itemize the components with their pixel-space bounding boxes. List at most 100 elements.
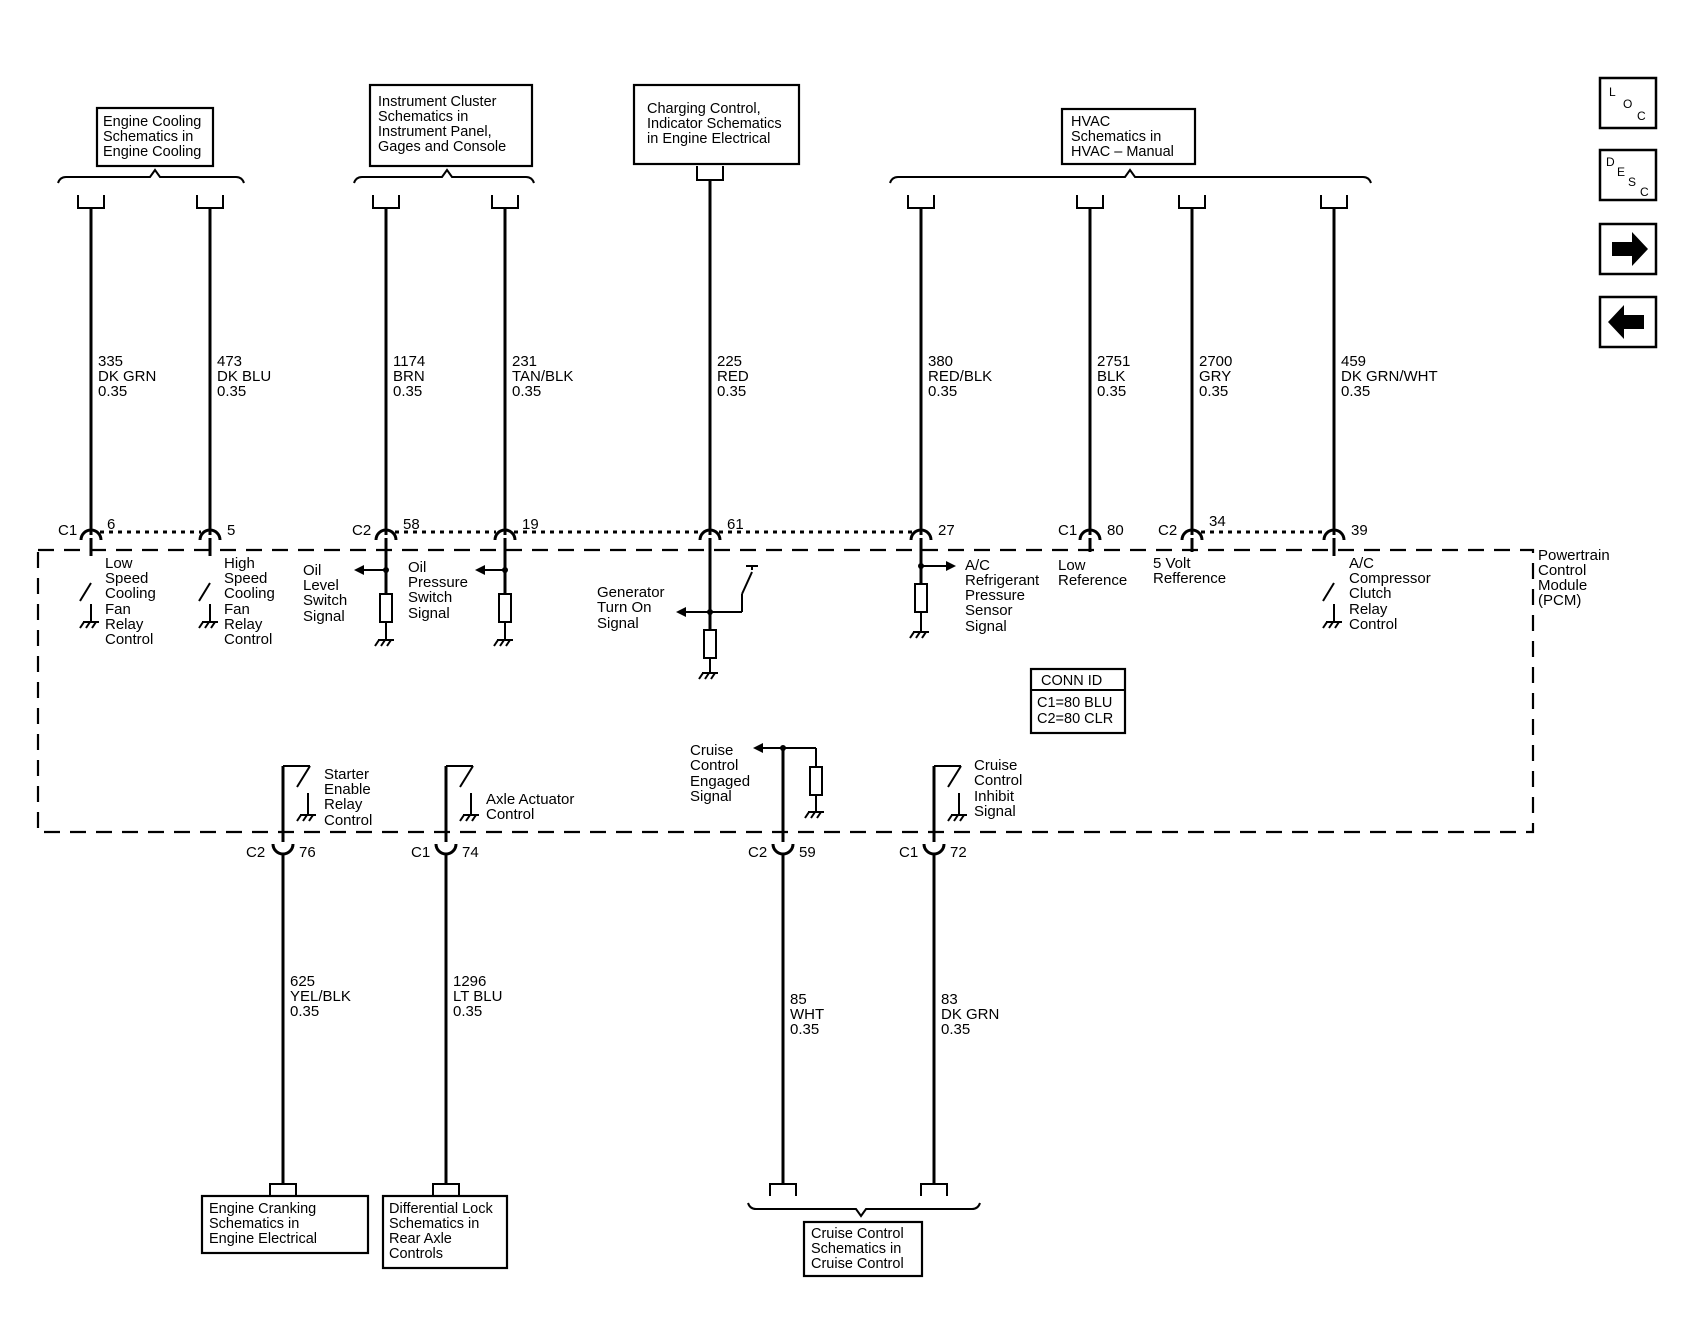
starter-enable-relay-switch (281, 765, 316, 842)
engine-cooling-reference-box[interactable]: Engine Cooling Schematics in Engine Cool… (95, 106, 215, 168)
next-page-button[interactable] (1598, 222, 1658, 276)
svg-text:Low: Low (1058, 557, 1086, 574)
svg-text:473: 473 (217, 353, 242, 370)
cruise-control-reference-box[interactable]: Cruise Control Schematics in Cruise Cont… (802, 1220, 924, 1278)
svg-text:74: 74 (462, 844, 479, 861)
conn-id-box: CONN ID C1=80 BLU C2=80 CLR (1029, 667, 1127, 735)
svg-text:1174: 1174 (393, 353, 425, 370)
loc-button[interactable]: L O C (1598, 76, 1658, 130)
svg-text:625: 625 (290, 973, 315, 990)
function-label-generator: Generator Turn On Signal (597, 584, 665, 632)
svg-text:Pressure: Pressure (408, 574, 468, 591)
svg-text:0.35: 0.35 (393, 383, 422, 400)
charging-control-reference-box[interactable]: Charging Control, Indicator Schematics i… (632, 83, 801, 166)
function-label-low-speed-fan: Low Speed Cooling Fan Relay Control (105, 555, 156, 648)
svg-text:0.35: 0.35 (512, 383, 541, 400)
function-label-ac-refrigerant: A/C Refrigerant Pressure Sensor Signal (965, 557, 1040, 635)
desc-button[interactable]: D E S C (1598, 148, 1658, 202)
wire-label-459: 459 DK GRN/WHT 0.35 (1341, 353, 1438, 400)
svg-text:80: 80 (1107, 522, 1124, 539)
svg-text:0.35: 0.35 (1341, 383, 1370, 400)
svg-text:Generator: Generator (597, 584, 665, 601)
svg-text:Signal: Signal (690, 788, 732, 805)
differential-lock-reference-box[interactable]: Differential Lock Schematics in Rear Axl… (381, 1194, 509, 1270)
svg-text:Speed: Speed (224, 570, 267, 587)
svg-text:TAN/BLK: TAN/BLK (512, 368, 573, 385)
svg-text:Low: Low (105, 555, 133, 572)
svg-text:S: S (1628, 175, 1636, 189)
svg-text:Sensor: Sensor (965, 602, 1013, 619)
svg-text:Axle Actuator: Axle Actuator (486, 791, 574, 808)
generator-turn-on-circuit (676, 565, 758, 680)
function-label-oil-level: Oil Level Switch Signal (303, 562, 347, 625)
svg-text:19: 19 (522, 516, 539, 533)
svg-text:RED: RED (717, 368, 749, 385)
svg-text:380: 380 (928, 353, 953, 370)
svg-text:335: 335 (98, 353, 123, 370)
wire-label-85: 85 WHT 0.35 (790, 991, 824, 1038)
wire-label-473: 473 DK BLU 0.35 (217, 353, 271, 400)
svg-text:Engine Electrical: Engine Electrical (209, 1231, 317, 1247)
svg-text:Reference: Reference (1058, 572, 1127, 589)
svg-text:Indicator Schematics: Indicator Schematics (647, 116, 782, 132)
svg-text:C2: C2 (1158, 522, 1177, 539)
function-label-5-volt-reference: 5 Volt Refference (1153, 555, 1226, 587)
svg-text:C2: C2 (352, 522, 371, 539)
svg-text:72: 72 (950, 844, 967, 861)
svg-text:CONN ID: CONN ID (1041, 673, 1102, 689)
svg-text:C1: C1 (58, 522, 77, 539)
svg-text:Switch: Switch (408, 589, 452, 606)
svg-text:Clutch: Clutch (1349, 585, 1392, 602)
svg-text:DK GRN: DK GRN (941, 1006, 999, 1023)
bottom-pin-labels: C2 76 C1 74 C2 59 C1 72 (246, 844, 967, 861)
svg-text:Schematics in: Schematics in (209, 1216, 299, 1232)
svg-text:RED/BLK: RED/BLK (928, 368, 992, 385)
svg-text:Cruise: Cruise (974, 757, 1017, 774)
svg-text:C2: C2 (748, 844, 767, 861)
svg-text:59: 59 (799, 844, 816, 861)
svg-text:Cooling: Cooling (224, 585, 275, 602)
svg-text:Signal: Signal (597, 615, 639, 632)
svg-text:Fan: Fan (224, 601, 250, 618)
wire-label-1174: 1174 BRN 0.35 (393, 353, 425, 400)
svg-text:0.35: 0.35 (290, 1003, 319, 1020)
svg-text:Engine Cranking: Engine Cranking (209, 1201, 316, 1217)
svg-text:Level: Level (303, 577, 339, 594)
high-speed-fan-relay-switch (198, 582, 218, 629)
top-connector-cups (79, 528, 1346, 541)
svg-text:76: 76 (299, 844, 316, 861)
wire-label-2751: 2751 BLK 0.35 (1097, 353, 1130, 400)
svg-text:Relay: Relay (1349, 601, 1388, 618)
svg-text:0.35: 0.35 (717, 383, 746, 400)
svg-text:0.35: 0.35 (1199, 383, 1228, 400)
svg-text:Refrigerant: Refrigerant (965, 572, 1040, 589)
svg-text:2700: 2700 (1199, 353, 1232, 370)
svg-text:C1: C1 (899, 844, 918, 861)
svg-text:Schematics in: Schematics in (389, 1216, 479, 1232)
wire-label-2700: 2700 GRY 0.35 (1199, 353, 1232, 400)
function-label-high-speed-fan: High Speed Cooling Fan Relay Control (224, 555, 275, 648)
engine-cranking-reference-box[interactable]: Engine Cranking Schematics in Engine Ele… (200, 1194, 370, 1255)
function-label-cruise-engaged: Cruise Control Engaged Signal (690, 742, 750, 805)
previous-page-button[interactable] (1598, 295, 1658, 349)
pcm-boundary (36, 548, 1535, 834)
svg-text:O: O (1623, 97, 1632, 111)
cruise-inhibit-switch (932, 765, 967, 842)
svg-text:Powertrain: Powertrain (1538, 547, 1610, 564)
svg-text:39: 39 (1351, 522, 1368, 539)
hvac-reference-box[interactable]: HVAC Schematics in HVAC – Manual (1060, 107, 1197, 166)
svg-text:A/C: A/C (1349, 555, 1374, 572)
svg-text:Turn On: Turn On (597, 599, 651, 616)
svg-text:Fan: Fan (105, 601, 131, 618)
svg-text:BLK: BLK (1097, 368, 1125, 385)
svg-text:Refference: Refference (1153, 570, 1226, 587)
top-inner-stubs (89, 538, 1336, 630)
svg-text:Control: Control (224, 631, 272, 648)
bracket-cruise-control (747, 1202, 981, 1218)
svg-text:WHT: WHT (790, 1006, 824, 1023)
instrument-cluster-reference-box[interactable]: Instrument Cluster Schematics in Instrum… (368, 83, 534, 168)
axle-actuator-switch (444, 765, 479, 842)
svg-text:Relay: Relay (324, 796, 363, 813)
svg-text:Enable: Enable (324, 781, 371, 798)
svg-text:C1: C1 (1058, 522, 1077, 539)
